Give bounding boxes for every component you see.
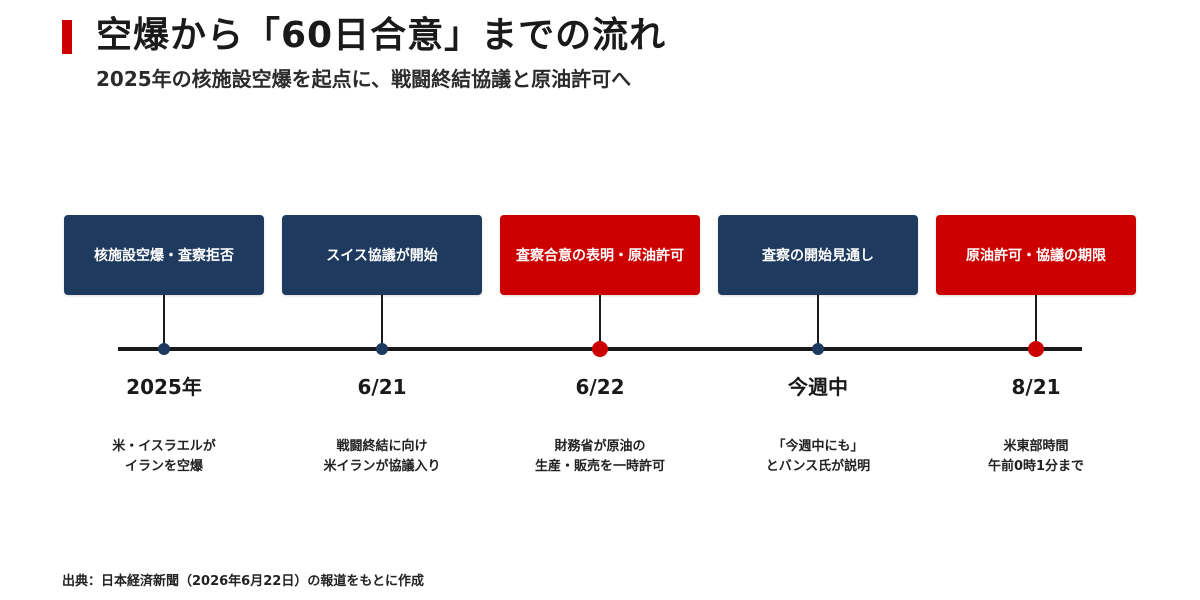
event-date: 6/22 (575, 375, 625, 399)
timeline-event-4: 査察の開始見通し 今週中 「今週中にも」 とバンス氏が説明 (718, 0, 918, 600)
event-marker (158, 343, 170, 355)
event-box: 核施設空爆・査察拒否 (64, 215, 264, 295)
timeline-event-1: 核施設空爆・査察拒否 2025年 米・イスラエルが イランを空爆 (64, 0, 264, 600)
source-note: 出典：日本経済新聞（2026年6月22日）の報道をもとに作成 (62, 574, 425, 589)
event-date: 6/21 (357, 375, 407, 399)
event-marker (592, 341, 608, 357)
event-description: 米・イスラエルが イランを空爆 (64, 437, 264, 477)
event-marker (812, 343, 824, 355)
timeline-event-3: 査察合意の表明・原油許可 6/22 財務省が原油の 生産・販売を一時許可 (500, 0, 700, 600)
event-description-line: 米イランが協議入り (323, 459, 441, 474)
title-accent-bar (62, 20, 72, 54)
event-description-line: イランを空爆 (124, 459, 203, 474)
event-box: スイス協議が開始 (282, 215, 482, 295)
event-description-line: 「今週中にも」 (772, 439, 864, 454)
page-title: 空爆から「60日合意」までの流れ (96, 15, 667, 56)
event-date: 8/21 (1011, 375, 1061, 399)
event-connector (1035, 295, 1037, 349)
event-connector (381, 295, 383, 349)
event-connector (599, 295, 601, 349)
event-description-line: 財務省が原油の (554, 439, 646, 454)
timeline-event-2: スイス協議が開始 6/21 戦闘終結に向け 米イランが協議入り (282, 0, 482, 600)
event-description: 戦闘終結に向け 米イランが協議入り (282, 437, 482, 477)
event-connector (163, 295, 165, 349)
event-description-line: 午前0時1分まで (987, 459, 1085, 474)
event-description-line: 生産・販売を一時許可 (534, 459, 665, 474)
event-box: 査察合意の表明・原油許可 (500, 215, 700, 295)
event-marker (376, 343, 388, 355)
event-box: 査察の開始見通し (718, 215, 918, 295)
timeline-event-5: 原油許可・協議の期限 8/21 米東部時間 午前0時1分まで (936, 0, 1136, 600)
event-box: 原油許可・協議の期限 (936, 215, 1136, 295)
event-description-line: 米東部時間 (1003, 439, 1069, 454)
event-date: 今週中 (788, 375, 848, 399)
event-description: 米東部時間 午前0時1分まで (936, 437, 1136, 477)
event-connector (817, 295, 819, 349)
event-description: 「今週中にも」 とバンス氏が説明 (718, 437, 918, 477)
event-marker (1028, 341, 1044, 357)
event-description-line: とバンス氏が説明 (765, 459, 871, 474)
page-subtitle: 2025年の核施設空爆を起点に、戦闘終結協議と原油許可へ (96, 67, 632, 91)
event-date: 2025年 (126, 375, 202, 399)
event-description: 財務省が原油の 生産・販売を一時許可 (500, 437, 700, 477)
event-description-line: 戦闘終結に向け (336, 439, 428, 454)
event-description-line: 米・イスラエルが (112, 439, 216, 454)
